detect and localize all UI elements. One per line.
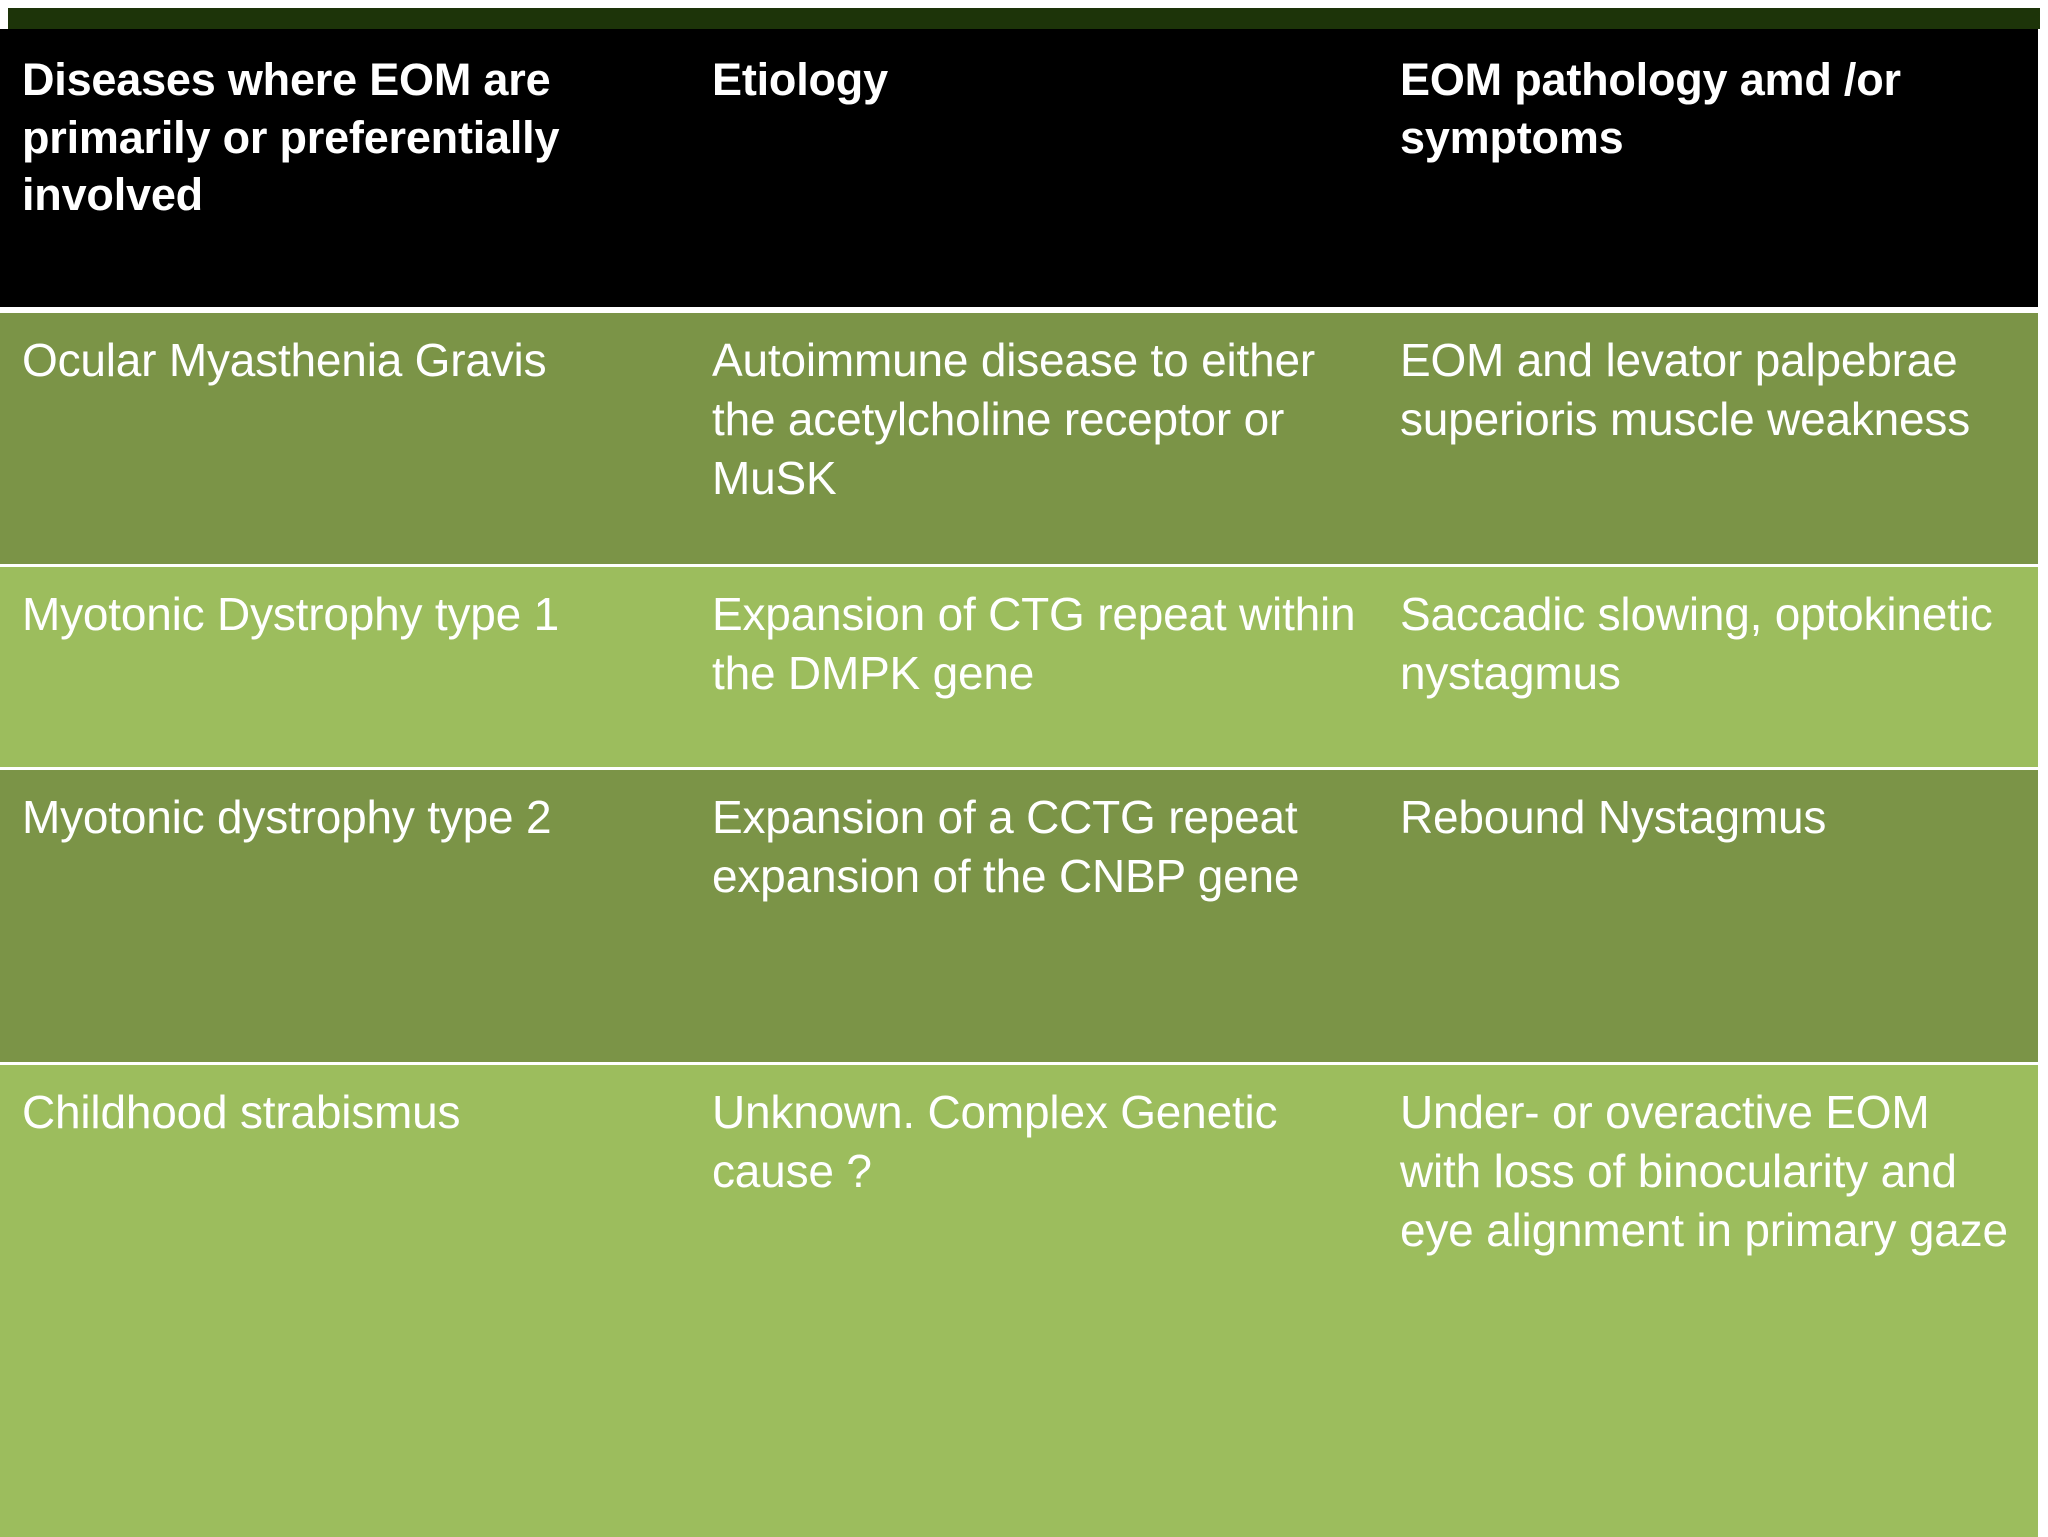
cell-disease: Myotonic Dystrophy type 1 [0, 567, 690, 767]
cell-pathology: Saccadic slowing, optokinetic nystagmus [1378, 567, 2038, 767]
row-separator [0, 564, 2038, 567]
table-header-row: Diseases where EOM are primarily or pref… [0, 29, 2038, 313]
eom-diseases-table: Diseases where EOM are primarily or pref… [0, 29, 2038, 1537]
table-row: Myotonic Dystrophy type 1 Expansion of C… [0, 567, 2038, 767]
cell-pathology: Under- or overactive EOM with loss of bi… [1378, 1065, 2038, 1537]
column-header-pathology-label: EOM pathology amd /or symptoms [1400, 54, 1901, 163]
cell-pathology-text: Under- or overactive EOM with loss of bi… [1400, 1086, 2008, 1256]
table-row: Ocular Myasthenia Gravis Autoimmune dise… [0, 313, 2038, 564]
cell-etiology-text: Expansion of CTG repeat within the DMPK … [712, 588, 1356, 699]
cell-disease-text: Ocular Myasthenia Gravis [22, 334, 547, 386]
column-header-diseases: Diseases where EOM are primarily or pref… [0, 29, 690, 307]
column-header-etiology-label: Etiology [712, 54, 888, 105]
cell-disease: Ocular Myasthenia Gravis [0, 313, 690, 564]
cell-disease: Myotonic dystrophy type 2 [0, 770, 690, 1062]
cell-pathology-text: EOM and levator palpebrae superioris mus… [1400, 334, 1971, 445]
top-accent-band [8, 8, 2040, 29]
cell-etiology-text: Unknown. Complex Genetic cause ? [712, 1086, 1278, 1197]
cell-pathology: EOM and levator palpebrae superioris mus… [1378, 313, 2038, 564]
cell-etiology-text: Autoimmune disease to either the acetylc… [712, 334, 1315, 504]
column-header-etiology: Etiology [690, 29, 1378, 307]
row-separator [0, 767, 2038, 770]
cell-pathology-text: Rebound Nystagmus [1400, 791, 1827, 843]
column-header-diseases-label: Diseases where EOM are primarily or pref… [22, 54, 560, 221]
cell-etiology: Expansion of a CCTG repeat expansion of … [690, 770, 1378, 1062]
cell-disease-text: Myotonic Dystrophy type 1 [22, 588, 560, 640]
cell-etiology-text: Expansion of a CCTG repeat expansion of … [712, 791, 1300, 902]
cell-etiology: Expansion of CTG repeat within the DMPK … [690, 567, 1378, 767]
cell-pathology: Rebound Nystagmus [1378, 770, 2038, 1062]
cell-pathology-text: Saccadic slowing, optokinetic nystagmus [1400, 588, 1993, 699]
row-separator [0, 1062, 2038, 1065]
cell-etiology: Unknown. Complex Genetic cause ? [690, 1065, 1378, 1537]
table-row: Myotonic dystrophy type 2 Expansion of a… [0, 770, 2038, 1062]
cell-disease-text: Myotonic dystrophy type 2 [22, 791, 552, 843]
column-header-pathology: EOM pathology amd /or symptoms [1378, 29, 2038, 307]
cell-disease-text: Childhood strabismus [22, 1086, 461, 1138]
cell-etiology: Autoimmune disease to either the acetylc… [690, 313, 1378, 564]
cell-disease: Childhood strabismus [0, 1065, 690, 1537]
table-row: Childhood strabismus Unknown. Complex Ge… [0, 1065, 2038, 1537]
